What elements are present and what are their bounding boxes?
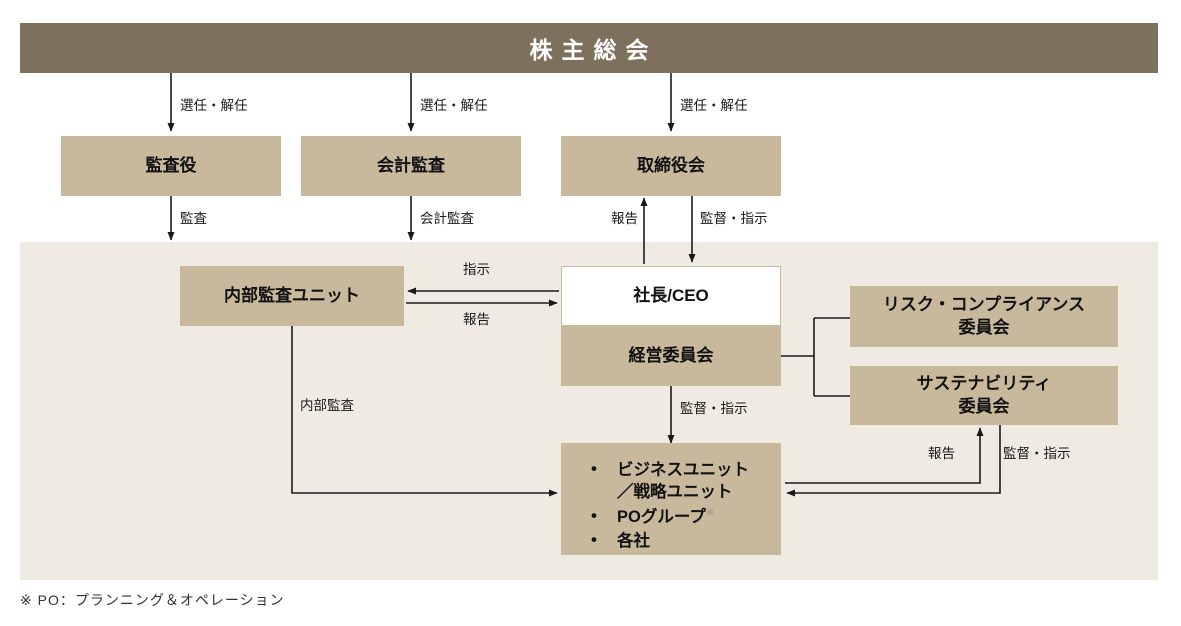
footnote-marker: ※ [705,507,715,519]
edge-label-supervise-instruct-sustainability: 監督・指示 [1003,446,1071,461]
edge-label-appoint-dismiss-kaikei: 選任・解任 [420,98,488,113]
box-board-of-directors-label: 取締役会 [637,155,705,175]
box-sustainability-committee-label: サステナビリティ 委員会 [916,373,1052,416]
box-internal-audit-unit-label: 内部監査ユニット [224,285,360,305]
operating-units-list: ビジネスユニット ／戦略ユニット POグループ※ 各社 [583,458,781,552]
edge-label-appoint-dismiss-kansayaku: 選任・解任 [180,98,248,113]
box-management-committee[interactable]: 経営委員会 [561,326,781,386]
box-kansayaku[interactable]: 監査役 [61,136,281,196]
edge-label-supervise-instruct-board: 監督・指示 [700,211,768,226]
box-internal-audit-unit[interactable]: 内部監査ユニット [180,266,404,326]
header-title: 株主総会 [529,37,658,63]
box-risk-compliance-committee-label: リスク・コンプライアンス 委員会 [882,294,1086,337]
box-kansayaku-label: 監査役 [145,155,197,175]
edge-label-report-iau: 報告 [463,312,490,327]
box-operating-units[interactable]: ビジネスユニット ／戦略ユニット POグループ※ 各社 [561,443,781,555]
box-management-committee-label: 経営委員会 [628,345,714,365]
edge-label-instruct-iau: 指示 [463,262,490,277]
list-item: POグループ※ [583,505,781,528]
box-kaikei-kansa-label: 会計監査 [377,155,445,175]
box-sustainability-committee[interactable]: サステナビリティ 委員会 [850,366,1118,425]
box-kaikei-kansa[interactable]: 会計監査 [301,136,521,196]
edge-label-audit: 監査 [180,211,207,226]
edge-label-internal-audit: 内部監査 [300,398,354,413]
operating-unit-label-1: POグループ [617,507,706,526]
operating-unit-label-2: 各社 [617,531,650,550]
box-board-of-directors[interactable]: 取締役会 [561,136,781,196]
edge-label-appoint-dismiss-board: 選任・解任 [680,98,748,113]
box-risk-compliance-committee[interactable]: リスク・コンプライアンス 委員会 [850,286,1118,347]
shareholders-meeting-header: 株主総会 [20,23,1158,73]
footnote-text: ※ PO：プランニング＆オペレーション [20,592,285,608]
box-ceo-label: 社長/CEO [633,285,709,305]
operating-unit-label-0: ビジネスユニット ／戦略ユニット [617,461,749,502]
edge-label-report-sustainability: 報告 [928,446,955,461]
list-item: 各社 [583,529,781,552]
edge-label-supervise-instruct-units: 監督・指示 [680,401,748,416]
edge-label-report-to-board: 報告 [611,211,638,226]
box-ceo[interactable]: 社長/CEO [561,266,781,326]
list-item: ビジネスユニット ／戦略ユニット [583,458,781,504]
edge-label-accounting-audit: 会計監査 [420,211,474,226]
